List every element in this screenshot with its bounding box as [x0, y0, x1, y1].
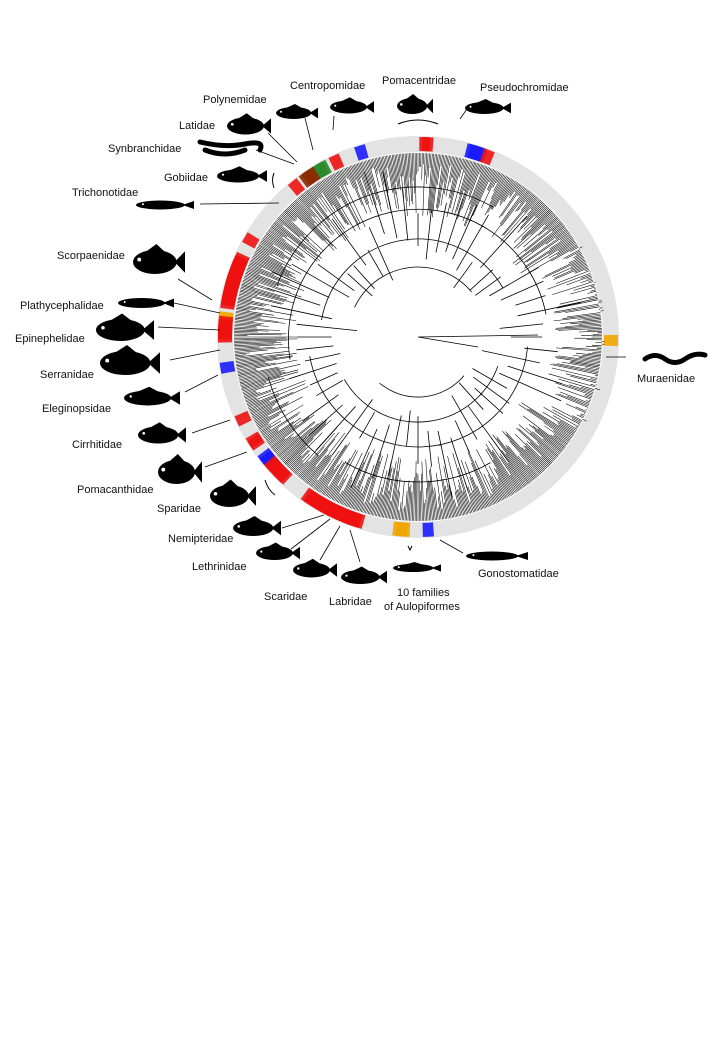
label-trichonotidae: Trichonotidae — [72, 187, 138, 199]
fish-sparidae — [210, 479, 256, 507]
highlight-7 — [287, 178, 306, 196]
highlight-13 — [218, 315, 234, 328]
leader-line — [290, 518, 331, 550]
fish-polynemidae — [276, 104, 318, 119]
highlight-5 — [315, 159, 332, 178]
highlight-21 — [323, 501, 340, 519]
fish-silhouettes — [96, 94, 708, 584]
fish-pseudochromidae — [465, 99, 511, 114]
leader-line — [439, 539, 464, 554]
fish-scaridae — [293, 558, 337, 578]
highlight-19 — [272, 465, 291, 483]
leader-line — [184, 374, 219, 393]
label-gobiidae: Gobiidae — [164, 172, 208, 184]
leader-line — [319, 525, 341, 561]
ring-highlights — [217, 119, 619, 552]
highlight-23 — [392, 521, 405, 537]
fish-pomacentridae — [397, 94, 433, 114]
leader-line — [267, 132, 298, 163]
leader-line — [332, 115, 335, 131]
leader-line — [204, 451, 248, 468]
bracket-gobiidae — [272, 172, 275, 189]
eel-muraenidae — [642, 351, 708, 365]
leader-line — [177, 278, 213, 301]
label-pseudochromidae: Pseudochromidae — [480, 82, 569, 94]
highlight-18 — [263, 455, 282, 473]
leader-line — [173, 302, 221, 314]
leader-line — [191, 419, 231, 434]
highlight-24 — [422, 522, 435, 537]
label-polynemidae: Polynemidae — [203, 94, 267, 106]
leader-line — [349, 529, 361, 563]
label-serranidae: Serranidae — [40, 369, 94, 381]
fish-gonostomatidae — [466, 551, 528, 561]
leader-line — [281, 514, 325, 529]
label-epinephelidae: Epinephelidae — [15, 333, 85, 345]
highlight-8 — [242, 232, 260, 249]
leader-line — [169, 349, 221, 361]
highlight-0 — [422, 137, 434, 152]
highlight-10 — [229, 259, 247, 275]
label-latidae: Latidae — [179, 120, 215, 132]
bracket-pomacentridae — [397, 119, 439, 125]
bracket-aulopiformes — [407, 545, 413, 552]
eel-synbranchidae-1 — [197, 139, 264, 153]
phylogenetic-tree-figure: Pomacentridae Pseudochromidae Centropomi… — [15, 75, 708, 613]
label-scaridae: Scaridae — [264, 591, 307, 603]
label-centropomidae: Centropomidae — [290, 80, 365, 92]
leader-line — [304, 117, 314, 151]
label-pomacentridae: Pomacentridae — [382, 75, 456, 87]
fish-nemipteridae — [233, 516, 281, 536]
label-pomacanthidae: Pomacanthidae — [77, 484, 153, 496]
label-lethrinidae: Lethrinidae — [192, 561, 246, 573]
leader-line — [157, 326, 221, 331]
fish-gobiidae — [217, 166, 267, 183]
highlight-6 — [303, 166, 321, 185]
label-sparidae: Sparidae — [157, 503, 201, 515]
fish-aulopiformes — [393, 562, 441, 572]
highlight-22 — [342, 509, 358, 527]
tree-tips — [233, 152, 607, 522]
fish-labridae — [341, 566, 387, 584]
eel-synbranchidae-2 — [202, 147, 248, 157]
highlight-17 — [257, 447, 276, 465]
leader-lines — [157, 105, 626, 563]
highlight-15 — [234, 410, 252, 427]
fish-eleginopsidae — [124, 386, 180, 406]
highlight-4 — [328, 153, 345, 171]
leader-line — [255, 149, 295, 165]
label-aulopiformes-1: 10 families — [397, 587, 450, 599]
fish-serranidae — [100, 345, 160, 375]
fish-latidae — [227, 113, 271, 135]
fish-epinephelidae — [96, 313, 154, 341]
label-eleginopsidae: Eleginopsidae — [42, 403, 111, 415]
label-labridae: Labridae — [329, 596, 372, 608]
tip-lines — [233, 152, 607, 522]
highlight-3 — [354, 144, 369, 161]
fish-platycephalidae — [118, 298, 174, 308]
label-scorpaenidae: Scorpaenidae — [57, 250, 125, 262]
label-gonostomatidae: Gonostomatidae — [478, 568, 559, 580]
highlight-11 — [226, 269, 243, 285]
label-aulopiformes-2: of Aulopiformes — [384, 601, 460, 613]
highlight-2 — [479, 148, 495, 166]
label-platycephalidae: Plathycephalidae — [20, 300, 104, 312]
fish-scorpaenidae — [133, 244, 185, 274]
fish-pomacanthidae — [158, 454, 202, 484]
label-muraenidae: Muraenidae — [637, 373, 695, 385]
fish-lethrinidae — [256, 542, 300, 560]
fish-cirrhitidae — [138, 422, 186, 444]
label-nemipteridae: Nemipteridae — [168, 533, 233, 545]
label-cirrhitidae: Cirrhitidae — [72, 439, 122, 451]
fish-trichonotidae — [136, 200, 194, 210]
label-synbranchidae: Synbranchidae — [108, 143, 181, 155]
highlight-20 — [300, 487, 318, 506]
leader-line — [199, 202, 280, 205]
highlight-14 — [219, 360, 236, 374]
bracket-pomacanthidae — [264, 479, 276, 496]
fish-centropomidae — [330, 97, 374, 114]
highlight-16 — [245, 431, 264, 448]
